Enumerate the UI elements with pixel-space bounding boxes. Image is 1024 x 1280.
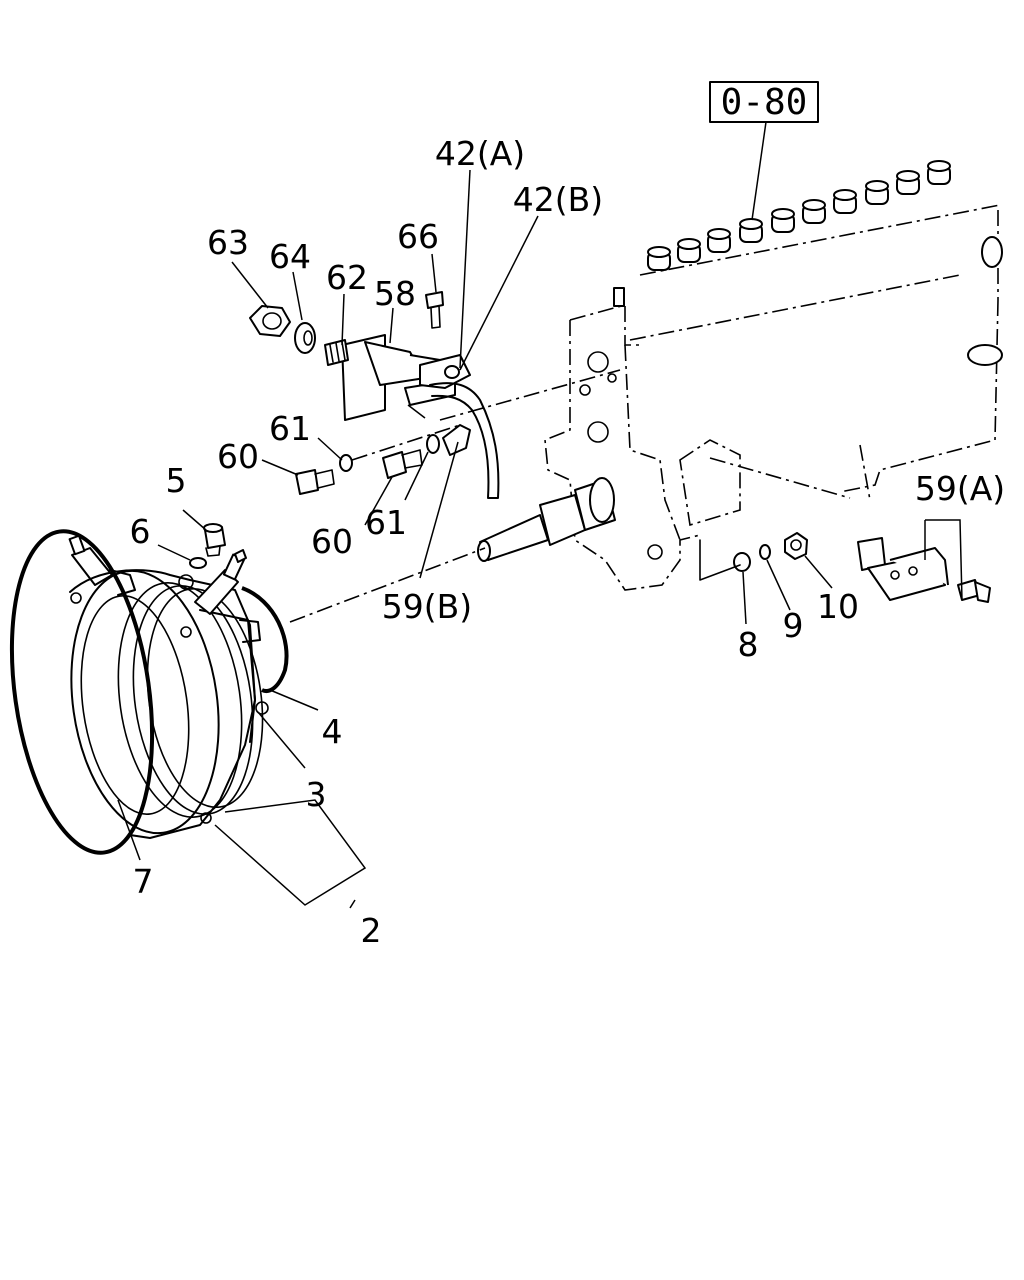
pipe bbox=[429, 382, 500, 499]
injection-pump-body bbox=[477, 160, 1003, 591]
callout-labels: 42(A) 42(B) 63 64 66 62 58 61 60 60 61 5… bbox=[130, 134, 1006, 950]
bracket-59a bbox=[857, 537, 991, 603]
o-ring-7 bbox=[9, 529, 155, 855]
callout-60-lower: 60 bbox=[311, 522, 353, 561]
reference-box-label: 0-80 bbox=[721, 82, 808, 123]
callout-42b: 42(B) bbox=[513, 180, 603, 219]
bolt-60-left bbox=[295, 469, 335, 495]
callout-5: 5 bbox=[166, 461, 187, 500]
bolt-66 bbox=[425, 291, 444, 329]
callout-6: 6 bbox=[130, 512, 151, 551]
callout-59a: 59(A) bbox=[915, 469, 1005, 508]
pump-delivery-valves bbox=[647, 160, 951, 271]
callout-4: 4 bbox=[322, 712, 343, 751]
callout-8: 8 bbox=[738, 625, 759, 664]
washer-61-right bbox=[426, 434, 440, 454]
callout-7: 7 bbox=[133, 862, 154, 901]
nut-10 bbox=[784, 532, 808, 560]
pump-drive-shaft bbox=[477, 477, 616, 562]
washer-6 bbox=[189, 557, 207, 569]
leader-lines bbox=[117, 121, 963, 909]
callout-10: 10 bbox=[817, 587, 859, 626]
callout-2: 2 bbox=[361, 911, 382, 950]
washer-64 bbox=[294, 322, 316, 354]
callout-3: 3 bbox=[306, 775, 327, 814]
callout-60-upper: 60 bbox=[217, 437, 259, 476]
callout-9: 9 bbox=[783, 606, 804, 645]
callout-42a: 42(A) bbox=[435, 134, 525, 173]
bolt-60-right bbox=[382, 449, 423, 479]
callout-66: 66 bbox=[397, 217, 439, 256]
nut-63 bbox=[249, 305, 291, 337]
callout-64: 64 bbox=[269, 237, 311, 276]
callout-61-upper: 61 bbox=[269, 409, 311, 448]
timer-housing bbox=[9, 529, 289, 855]
o-ring-4 bbox=[241, 586, 289, 693]
plate-59b bbox=[442, 424, 471, 456]
callout-59b: 59(B) bbox=[382, 587, 472, 626]
washer-8 bbox=[733, 552, 751, 572]
callout-58: 58 bbox=[374, 274, 416, 313]
reference-box bbox=[709, 81, 819, 123]
washer-9 bbox=[759, 544, 771, 560]
callout-62: 62 bbox=[326, 258, 368, 297]
bracket-assembly bbox=[324, 334, 471, 421]
callout-61-lower: 61 bbox=[365, 503, 407, 542]
callout-63: 63 bbox=[207, 223, 249, 262]
washer-61-left bbox=[339, 454, 353, 472]
bolt-5 bbox=[203, 523, 226, 557]
